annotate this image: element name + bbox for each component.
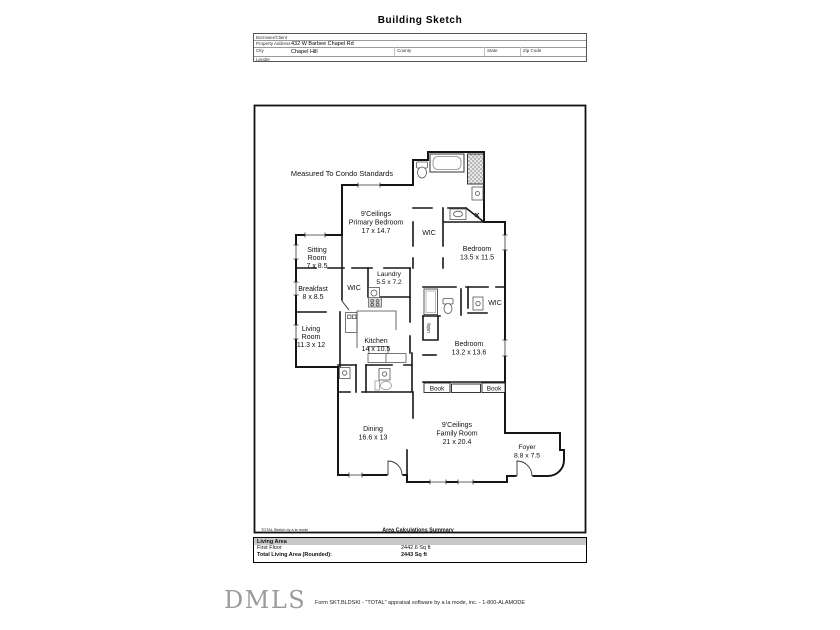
powder-sink-icon (339, 367, 351, 379)
room-label-foyer: Foyer 8.8 x 7.5 (514, 444, 540, 460)
svg-text:13.2 x 13.6: 13.2 x 13.6 (452, 350, 487, 357)
room-label-family: 9'Ceilings Family Room 21 x 20.4 (436, 422, 477, 446)
table-divider (520, 47, 521, 56)
bathtub-icon (429, 153, 465, 173)
svg-text:Room: Room (308, 255, 327, 262)
vanity-sink-icon (449, 208, 467, 220)
room-label-bedroom1: Bedroom 13.5 x 11.5 (460, 246, 494, 262)
bath-fixtures (339, 153, 484, 391)
room-label-sitting: Sitting Room 7 x 8.5 (306, 247, 327, 270)
toilet-icon (374, 380, 392, 391)
toilet-icon (416, 161, 428, 179)
floor-plan-sketch: Measured To Condo Standards 9'Ceilings P… (253, 104, 587, 534)
svg-text:5.5 x 7.2: 5.5 x 7.2 (376, 279, 402, 286)
svg-text:Dining: Dining (363, 426, 383, 433)
book-label-right: Book (487, 386, 502, 393)
property-address-label: Property Address (256, 41, 291, 46)
svg-text:8 x 8.5: 8 x 8.5 (302, 294, 323, 301)
property-info-table: Borrower/Client Property Address 432 W B… (253, 33, 587, 62)
form-footer-text: Form SKT.BLDSKI - "TOTAL" appraisal soft… (314, 600, 526, 606)
zip-label: Zip Code (523, 48, 542, 53)
area-calc-summary-title: Area Calculations Summary (382, 528, 454, 534)
svg-text:8.8 x 7.5: 8.8 x 7.5 (514, 453, 540, 460)
svg-text:Bedroom: Bedroom (455, 341, 484, 348)
total-living-area-value: 2443 Sq ft (401, 551, 427, 558)
svg-text:16.6 x 13: 16.6 x 13 (359, 435, 388, 442)
living-area-section-bar: Living Area (254, 538, 586, 545)
state-label: State (487, 48, 498, 53)
borrower-label: Borrower/Client (256, 34, 288, 40)
outer-walls (295, 151, 565, 483)
room-label-wic2: WIC (488, 300, 502, 307)
svg-text:9'Ceilings: 9'Ceilings (442, 422, 473, 429)
kitchen-fixtures (345, 287, 407, 363)
svg-text:Room: Room (302, 334, 321, 341)
refrigerator-icon (345, 312, 358, 333)
shower-icon (467, 153, 484, 185)
room-label-primary-bedroom: 9'Ceilings Primary Bedroom 17 x 14.7 (349, 211, 404, 235)
svg-text:Foyer: Foyer (518, 444, 536, 451)
county-label: County (397, 48, 412, 53)
room-label-dining: Dining 16.6 x 13 (359, 426, 388, 442)
toilet-icon (442, 298, 454, 314)
living-area-section-label: Living Area (257, 538, 287, 545)
lender-label: Lender (256, 57, 271, 62)
svg-text:21 x 20.4: 21 x 20.4 (443, 439, 472, 446)
table-divider (254, 47, 586, 48)
sketch-border (253, 104, 587, 534)
first-floor-value: 2442.6 Sq ft (401, 545, 431, 551)
washer-icon (368, 287, 380, 299)
room-label-bedroom2: Bedroom 13.2 x 13.6 (452, 341, 487, 357)
svg-text:Sitting: Sitting (307, 247, 327, 254)
table-divider (394, 47, 395, 56)
svg-text:Kitchen: Kitchen (364, 338, 387, 345)
door-swings (387, 460, 533, 479)
city-value: Chapel Hill (291, 49, 318, 55)
svg-text:Bedroom: Bedroom (463, 246, 492, 253)
dmls-logo: DMLS (224, 586, 307, 614)
svg-text:Family Room: Family Room (436, 431, 477, 438)
room-label-laundry: Laundry 5.5 x 7.2 (376, 271, 402, 286)
svg-text:13.5 x 11.5: 13.5 x 11.5 (460, 255, 494, 262)
svg-text:Primary Bedroom: Primary Bedroom (349, 220, 404, 227)
bath-sink-icon (378, 368, 391, 381)
interior-walls (295, 206, 506, 483)
svg-text:Laundry: Laundry (377, 271, 402, 278)
measured-note: Measured To Condo Standards (291, 169, 393, 178)
kitchen-island (367, 346, 407, 363)
bookshelves (423, 382, 506, 393)
table-divider (254, 56, 586, 57)
window-markers (293, 182, 508, 485)
room-label-breakfast: Breakfast 8 x 8.5 (298, 286, 328, 301)
svg-text:7 x 8.5: 7 x 8.5 (306, 263, 327, 270)
utility-label: Utility (426, 322, 431, 333)
kitchen-counter (356, 310, 397, 348)
svg-text:11.3 x 12: 11.3 x 12 (297, 342, 325, 349)
svg-text:9'Ceilings: 9'Ceilings (361, 211, 392, 218)
first-floor-label: First Floor (257, 545, 282, 551)
stove-icon (368, 297, 382, 308)
living-area-table: Living Area First Floor 2442.6 Sq ft Tot… (253, 537, 587, 563)
table-divider (484, 47, 485, 56)
room-label-living: Living Room 11.3 x 12 (297, 326, 325, 349)
book-label-left: Book (430, 386, 445, 393)
shower-stall-icon (423, 288, 438, 315)
room-label-kitchen: Kitchen 14 x 10.5 (362, 338, 391, 353)
wic-vanity-icon (472, 296, 484, 311)
sink-cabinet-icon (471, 186, 484, 201)
door-leaf-marks (341, 212, 480, 311)
city-label: City (256, 48, 264, 53)
page-title: Building Sketch (377, 15, 463, 26)
svg-text:Breakfast: Breakfast (298, 286, 328, 293)
property-address-value: 432 W Barbee Chapel Rd (291, 41, 354, 47)
svg-text:Living: Living (302, 326, 320, 333)
total-watermark: TOTAL Sketch by a la mode (261, 528, 308, 532)
svg-text:17 x 14.7: 17 x 14.7 (362, 228, 391, 235)
table-divider (254, 40, 586, 41)
total-living-area-label: Total Living Area (Rounded): (257, 551, 332, 558)
svg-text:14 x 10.5: 14 x 10.5 (362, 346, 391, 353)
room-label-wic-primary: WIC (422, 230, 436, 237)
room-label-wic-left: WIC (347, 285, 361, 292)
